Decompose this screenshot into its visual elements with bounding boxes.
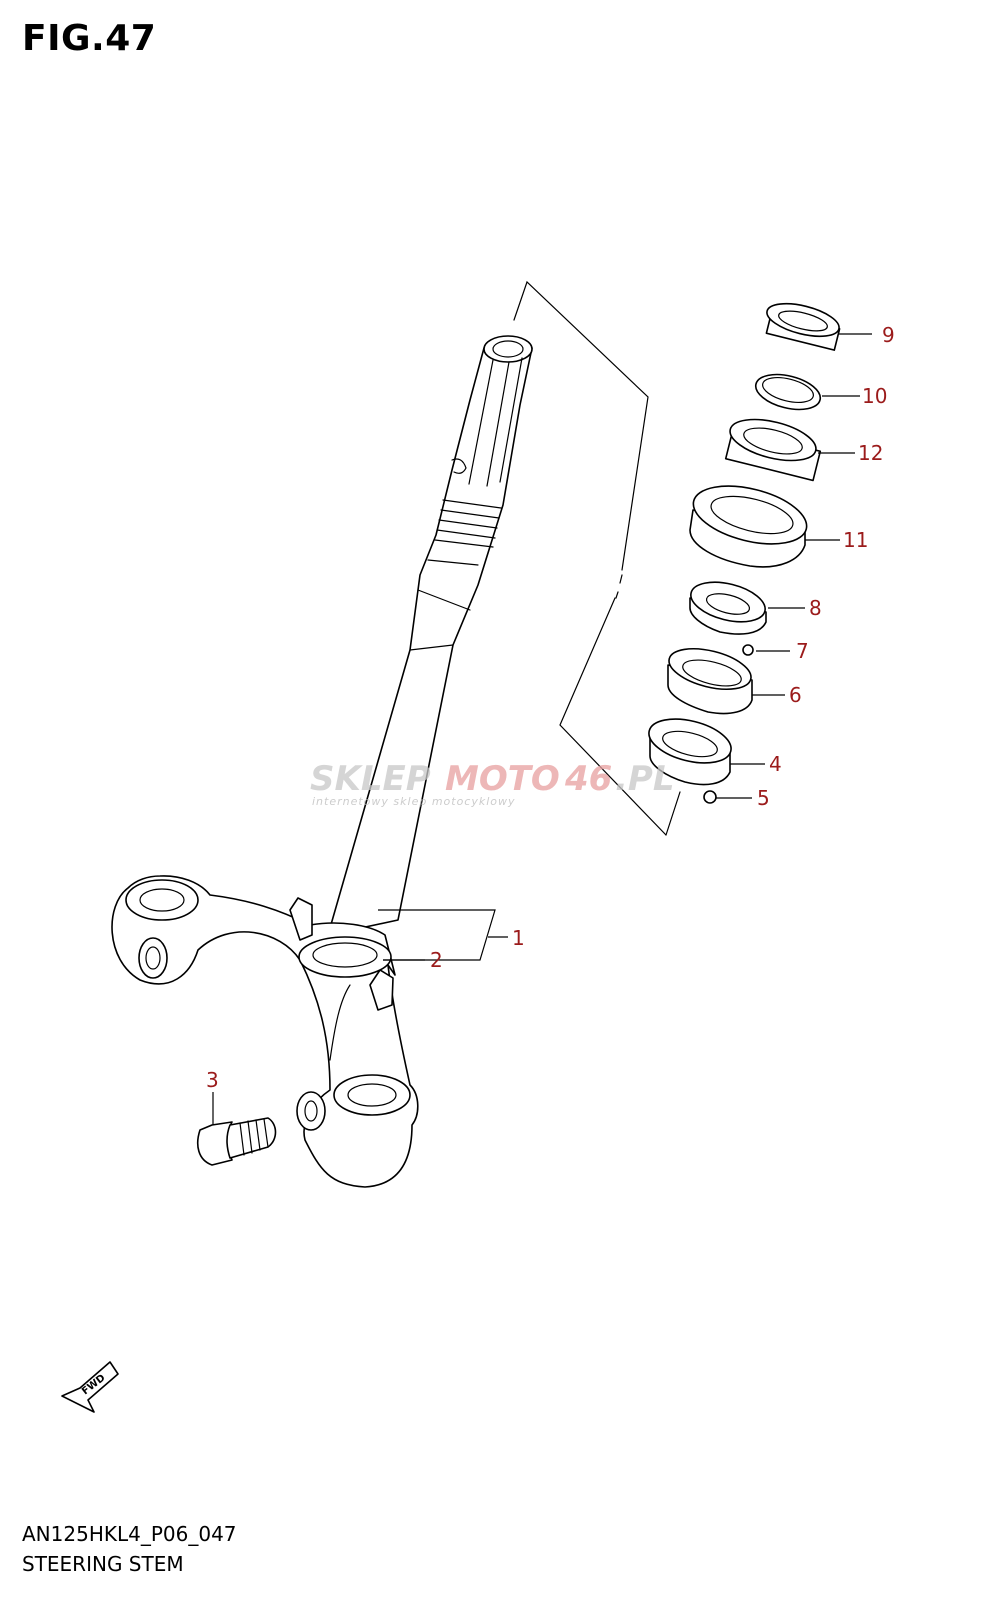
watermark-num: 46 xyxy=(564,759,612,799)
callout-12: 12 xyxy=(858,441,883,465)
diagram-caption: STEERING STEM xyxy=(22,1552,184,1576)
figure-title: FIG.47 xyxy=(22,18,157,59)
race-6 xyxy=(667,647,753,715)
callout-5: 5 xyxy=(757,786,770,810)
leader-lines xyxy=(212,333,872,1125)
watermark-tagline: internetowy sklep motocyklowy xyxy=(312,795,516,808)
callout-1: 1 xyxy=(512,926,525,950)
callout-3: 3 xyxy=(206,1068,219,1092)
lock-nut-9 xyxy=(765,302,841,351)
model-code: AN125HKL4_P06_047 xyxy=(22,1522,237,1546)
watermark: SKLEP MOTO 46 .PL internetowy sklep moto… xyxy=(310,759,675,808)
callout-9: 9 xyxy=(882,323,895,347)
ball-5 xyxy=(703,790,717,804)
steering-stem-shaft xyxy=(327,335,533,936)
nut-12 xyxy=(724,418,822,482)
fwd-arrow-icon: FWD xyxy=(61,1361,119,1413)
lower-bracket xyxy=(111,875,419,1188)
watermark-tld: .PL xyxy=(615,759,675,799)
callout-labels: 9 10 12 11 8 7 6 4 5 1 2 3 xyxy=(206,323,895,1092)
washer-10 xyxy=(754,373,822,411)
race-4 xyxy=(648,718,732,786)
bolt xyxy=(196,1117,277,1166)
watermark-mid: MOTO xyxy=(445,759,560,799)
ball-7 xyxy=(742,644,754,656)
race-11 xyxy=(689,485,808,568)
callout-10: 10 xyxy=(862,384,887,408)
callout-7: 7 xyxy=(796,639,809,663)
exploded-group-bracket xyxy=(513,280,681,836)
callout-8: 8 xyxy=(809,596,822,620)
bearing-stack xyxy=(648,302,841,804)
callout-6: 6 xyxy=(789,683,802,707)
callout-2: 2 xyxy=(430,948,443,972)
callout-11: 11 xyxy=(843,528,868,552)
watermark-left: SKLEP xyxy=(310,759,431,799)
callout-4: 4 xyxy=(769,752,782,776)
seal-8 xyxy=(689,581,767,635)
